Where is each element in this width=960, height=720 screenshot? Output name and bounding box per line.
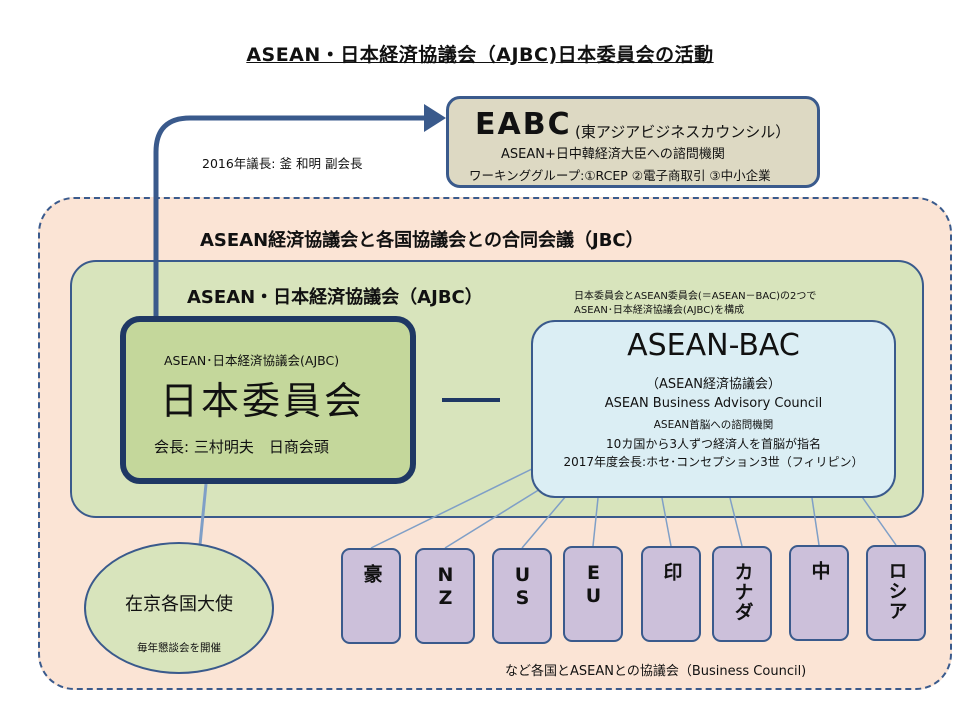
country-label: ロシア <box>885 561 908 621</box>
arrow-right-icon <box>424 104 446 132</box>
eabc-full-name: (東アジアビジネスカウンシル） <box>575 123 791 141</box>
country-box-us: US <box>492 548 552 644</box>
country-box-canada: カナダ <box>712 546 772 642</box>
country-box-eu: EU <box>563 546 623 642</box>
connector-line <box>444 485 546 549</box>
eabc-role: ASEAN+日中韓経済大臣への諮問機関 <box>501 147 725 162</box>
asean-bac-role: ASEAN首脳への諮問機関 <box>653 419 774 431</box>
asean-bac-en-name: ASEAN Business Advisory Council <box>604 396 823 411</box>
arrow-line <box>153 115 426 318</box>
eabc-box: EABC (東アジアビジネスカウンシル） ASEAN+日中韓経済大臣への諮問機関… <box>446 96 820 188</box>
connector-line <box>592 497 599 547</box>
connector-line <box>370 465 539 549</box>
country-label: 印 <box>660 562 683 582</box>
ajbc-title: ASEAN・日本経済協議会（AJBC） <box>187 287 483 308</box>
ajbc-note-line1: 日本委員会とASEAN委員会(＝ASEAN－BAC)の2つで <box>574 291 817 302</box>
business-council-note: など各国とASEANとの協議会（Business Council) <box>505 664 807 679</box>
link-dash <box>442 398 500 402</box>
connector-line <box>198 483 208 546</box>
ambassadors-ellipse: 在京各国大使 毎年懇談会を開催 <box>84 542 274 674</box>
country-label: EU <box>582 562 605 608</box>
country-box-australia: 豪 <box>341 548 401 644</box>
connector-line <box>811 497 820 546</box>
country-box-new-zealand: NZ <box>415 548 475 644</box>
jbc-title: ASEAN経済協議会と各国協議会との合同会議（JBC） <box>200 230 644 251</box>
country-box-china: 中 <box>789 545 849 641</box>
asean-bac-selection: 10カ国から3人ずつ経済人を首脳が指名 <box>606 437 821 451</box>
connector-line <box>521 495 567 549</box>
asean-bac-chair: 2017年度会長:ホセ･コンセプション3世（フィリピン） <box>563 455 864 469</box>
asean-bac-name: ASEAN-BAC <box>627 328 800 363</box>
country-label: NZ <box>434 564 457 610</box>
japan-committee-chair: 会長: 三村明夫 日商会頭 <box>154 438 329 456</box>
japan-committee-box: ASEAN･日本経済協議会(AJBC) 日本委員会 会長: 三村明夫 日商会頭 <box>120 316 416 484</box>
eabc-name: EABC <box>475 107 572 142</box>
ajbc-note-line2: ASEAN･日本経済協議会(AJBC)を構成 <box>574 305 745 316</box>
page-title: ASEAN・日本経済協議会（AJBC)日本委員会の活動 <box>246 44 714 66</box>
country-box-india: 印 <box>641 546 701 642</box>
chair-2016-label: 2016年議長: 釜 和明 副会長 <box>202 156 363 171</box>
ambassadors-note: 毎年懇談会を開催 <box>137 642 221 654</box>
asean-bac-jp-name: （ASEAN経済協議会） <box>646 377 781 392</box>
country-label: 豪 <box>360 564 383 584</box>
country-label: US <box>511 564 534 610</box>
ambassadors-name: 在京各国大使 <box>125 594 233 615</box>
country-box-russia: ロシア <box>866 545 926 641</box>
country-label: カナダ <box>731 562 754 622</box>
japan-committee-sub-label: ASEAN･日本経済協議会(AJBC) <box>164 353 340 368</box>
connector-line <box>859 493 897 546</box>
connector-line <box>729 497 743 547</box>
eabc-working-groups: ワーキンググループ:①RCEP ②電子商取引 ③中小企業 <box>469 168 771 183</box>
country-label: 中 <box>808 561 831 581</box>
asean-bac-box: ASEAN-BAC （ASEAN経済協議会） ASEAN Business Ad… <box>531 320 896 498</box>
connector-line <box>661 497 672 547</box>
japan-committee-name: 日本委員会 <box>160 379 366 423</box>
